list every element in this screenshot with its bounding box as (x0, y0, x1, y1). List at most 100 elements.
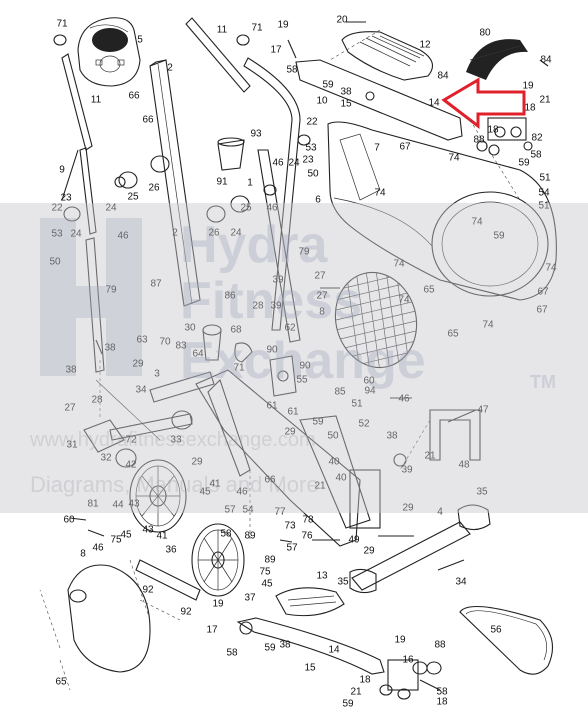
side-shield-grid (334, 269, 421, 373)
callout-17: 17 (206, 625, 218, 636)
callout-46: 46 (117, 231, 129, 242)
center-upright (149, 59, 201, 307)
callout-24: 24 (70, 229, 82, 240)
callout-1: 1 (247, 178, 253, 189)
callout-57: 57 (224, 505, 236, 516)
drive-pulley (191, 523, 245, 597)
callout-67: 67 (537, 287, 549, 298)
callout-39: 39 (272, 275, 284, 286)
tension-assembly (269, 355, 297, 397)
callout-79: 79 (105, 285, 117, 296)
callout-22: 22 (51, 203, 63, 214)
seat-carriage (476, 117, 533, 156)
callout-20: 20 (336, 15, 348, 26)
rear-stabilizer (83, 379, 193, 468)
callout-38: 38 (65, 365, 77, 376)
callout-74: 74 (448, 153, 460, 164)
callout-59: 59 (312, 417, 324, 428)
right-upper-arm (243, 57, 301, 343)
callout-14: 14 (328, 645, 340, 656)
callout-93: 93 (250, 129, 262, 140)
callout-54: 54 (538, 188, 550, 199)
callout-29: 29 (191, 457, 203, 468)
callout-19: 19 (522, 81, 534, 92)
pedal (275, 587, 345, 617)
callout-21: 21 (424, 451, 436, 462)
callout-65: 65 (55, 677, 67, 688)
backrest-part (466, 39, 528, 80)
callout-46: 46 (266, 203, 278, 214)
callout-13: 13 (316, 571, 328, 582)
flywheel (129, 459, 187, 533)
callout-25: 25 (240, 203, 252, 214)
callout-56: 56 (490, 625, 502, 636)
callout-40: 40 (335, 473, 347, 484)
callout-6: 6 (315, 195, 321, 206)
callout-58: 58 (220, 529, 232, 540)
callout-84: 84 (437, 71, 449, 82)
callout-38: 38 (386, 431, 398, 442)
callout-92: 92 (180, 607, 192, 618)
side-shield-disc (67, 564, 151, 673)
callout-67: 67 (536, 305, 548, 316)
callout-17: 17 (270, 45, 282, 56)
callout-11: 11 (91, 95, 102, 106)
front-stabilizer (349, 504, 491, 594)
hardware-bolts (69, 21, 549, 691)
callout-80: 80 (479, 28, 491, 39)
callout-89: 89 (244, 531, 256, 542)
left-upper-arm (61, 147, 105, 373)
callout-65: 65 (423, 285, 435, 296)
seat-rail (295, 59, 463, 141)
console-part (77, 17, 141, 87)
callout-3: 3 (154, 369, 160, 380)
callout-27: 27 (316, 291, 328, 302)
callout-23: 23 (60, 193, 72, 204)
callout-42: 42 (125, 460, 137, 471)
callout-86: 86 (224, 291, 236, 302)
callout-40: 40 (328, 457, 340, 468)
callout-88: 88 (473, 135, 485, 146)
callout-27: 27 (64, 403, 76, 414)
callout-19: 19 (277, 20, 289, 31)
handle-grip-left (53, 34, 93, 151)
crank-arm (135, 559, 201, 601)
callout-72: 72 (125, 435, 137, 446)
callout-24: 24 (230, 228, 242, 239)
callout-84: 84 (540, 55, 552, 66)
callout-48: 48 (458, 460, 470, 471)
callout-31: 31 (66, 440, 78, 451)
callout-58: 58 (436, 687, 448, 698)
callout-87: 87 (150, 279, 162, 290)
callout-22: 22 (306, 117, 318, 128)
callout-38: 38 (104, 343, 116, 354)
callout-61: 61 (287, 407, 299, 418)
watermark-logo (40, 218, 142, 376)
red-arrow-icon (441, 77, 526, 130)
callout-38: 38 (340, 87, 352, 98)
callout-46: 46 (92, 543, 104, 554)
callout-8: 8 (80, 549, 86, 560)
callout-23: 23 (302, 155, 314, 166)
callout-25: 25 (127, 192, 139, 203)
callout-60: 60 (63, 515, 75, 526)
callout-66: 66 (128, 91, 140, 102)
callout-7: 7 (374, 143, 380, 154)
callout-46: 46 (236, 487, 248, 498)
callout-2: 2 (172, 228, 178, 239)
callout-66: 66 (142, 115, 154, 126)
callout-64: 64 (192, 349, 204, 360)
callout-18: 18 (487, 125, 499, 136)
callout-14: 14 (428, 98, 440, 109)
callout-58: 58 (226, 648, 238, 659)
callout-71: 71 (56, 19, 68, 30)
exploded-leads (39, 29, 521, 691)
callout-59: 59 (264, 643, 276, 654)
callout-9: 9 (59, 165, 65, 176)
watermark-line3: Exchange (180, 332, 426, 390)
shroud-right (327, 121, 557, 301)
callout-29: 29 (402, 503, 414, 514)
callout-81: 81 (87, 499, 99, 510)
callout-52: 52 (358, 419, 370, 430)
seat-post (202, 324, 253, 363)
